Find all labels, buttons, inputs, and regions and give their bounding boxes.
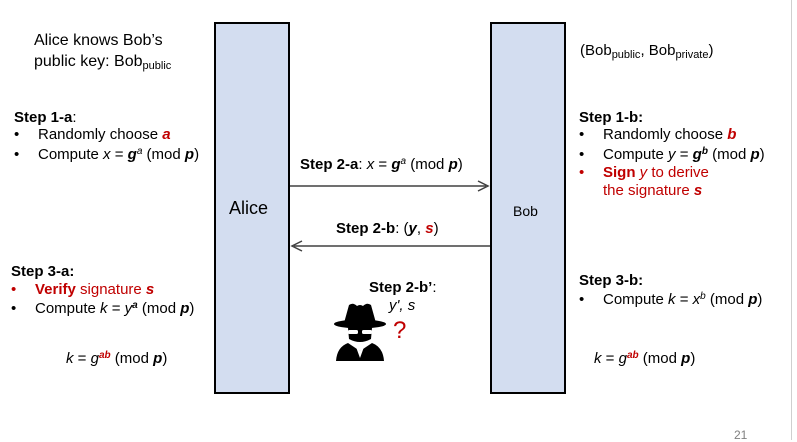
question-mark: ? xyxy=(393,317,407,344)
alice-pillar xyxy=(214,22,290,394)
intro-line-1: Alice knows Bob’s xyxy=(34,32,163,49)
intro-line-2: public key: Bobpublic xyxy=(34,53,172,72)
alice-shared-key: k = gab (mod p) xyxy=(66,350,168,367)
step-3a-title: Step 3-a: xyxy=(11,263,75,280)
spy-icon xyxy=(334,303,386,361)
step-1a-bullet-2: •Compute x = ga (mod p) xyxy=(14,146,200,163)
step-2b-prime-title: Step 2-b’: xyxy=(369,279,437,296)
step-1b-title: Step 1-b: xyxy=(579,109,644,126)
step-1a-bullet-1: •Randomly choose a xyxy=(14,126,171,143)
step-3a-bullet-1: •Verify signature s xyxy=(11,281,155,298)
step-2a-label: Step 2-a: x = ga (mod p) xyxy=(300,156,463,173)
step-3a-bullet-2: •Compute k = ya (mod p) xyxy=(11,300,195,317)
step-2b-prime-values: y', s xyxy=(389,297,416,314)
step-1b-bullet-3: •Sign y to derive xyxy=(579,164,709,181)
step-1a-title: Step 1-a: xyxy=(14,109,77,126)
bob-keypair: (Bobpublic, Bobprivate) xyxy=(580,42,714,61)
step-2b-label: Step 2-b: (y, s) xyxy=(336,220,439,237)
arrow-2b-head xyxy=(290,240,303,252)
step-3b-title: Step 3-b: xyxy=(579,272,644,289)
step-3b-bullet-1: •Compute k = xb (mod p) xyxy=(579,291,763,308)
slide-edge xyxy=(791,0,792,440)
bob-pillar xyxy=(490,22,566,394)
step-1b-bullet-3-cont: the signature s xyxy=(603,182,703,199)
arrow-2a-head xyxy=(477,180,490,192)
step-1b-bullet-2: •Compute y = gb (mod p) xyxy=(579,146,765,163)
bob-label: Bob xyxy=(513,203,538,219)
bob-shared-key: k = gab (mod p) xyxy=(594,350,696,367)
step-1b-bullet-1: •Randomly choose b xyxy=(579,126,737,143)
page-number: 21 xyxy=(734,428,748,442)
alice-label: Alice xyxy=(229,198,269,218)
